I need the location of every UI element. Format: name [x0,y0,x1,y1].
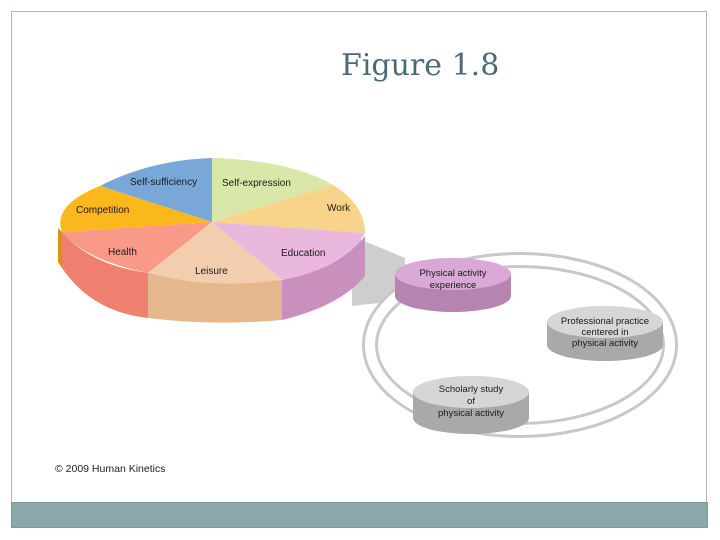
node-1-line-1: Physical activity [419,268,486,279]
pie-label-competition: Competition [76,205,129,216]
pie-label-education: Education [281,248,325,259]
node-2-line-3: physical activity [572,338,638,349]
pie-label-leisure: Leisure [195,266,228,277]
pie-side-competition [58,228,62,268]
pie-label-work: Work [327,203,351,214]
node-3-line-3: physical activity [438,408,504,419]
node-2-line-1: Professional practice [561,316,649,327]
cycle-node-scholarly-study: Scholarly study of physical activity [413,376,529,434]
node-3-line-1: Scholarly study [439,384,504,395]
node-3-line-2: of [467,396,475,407]
cycle-node-physical-activity-experience: Physical activity experience [395,258,511,312]
pie-chart: Self-sufficiency Self-expression Work Ed… [58,158,365,323]
node-1-line-2: experience [430,280,476,291]
cycle-node-professional-practice: Professional practice centered in physic… [547,306,663,361]
copyright-credit: © 2009 Human Kinetics [55,463,165,475]
pie-label-health: Health [108,247,137,258]
node-2-line-2: centered in [581,327,628,338]
pie-label-self-expression: Self-expression [222,178,291,189]
pie-label-self-sufficiency: Self-sufficiency [130,177,197,188]
